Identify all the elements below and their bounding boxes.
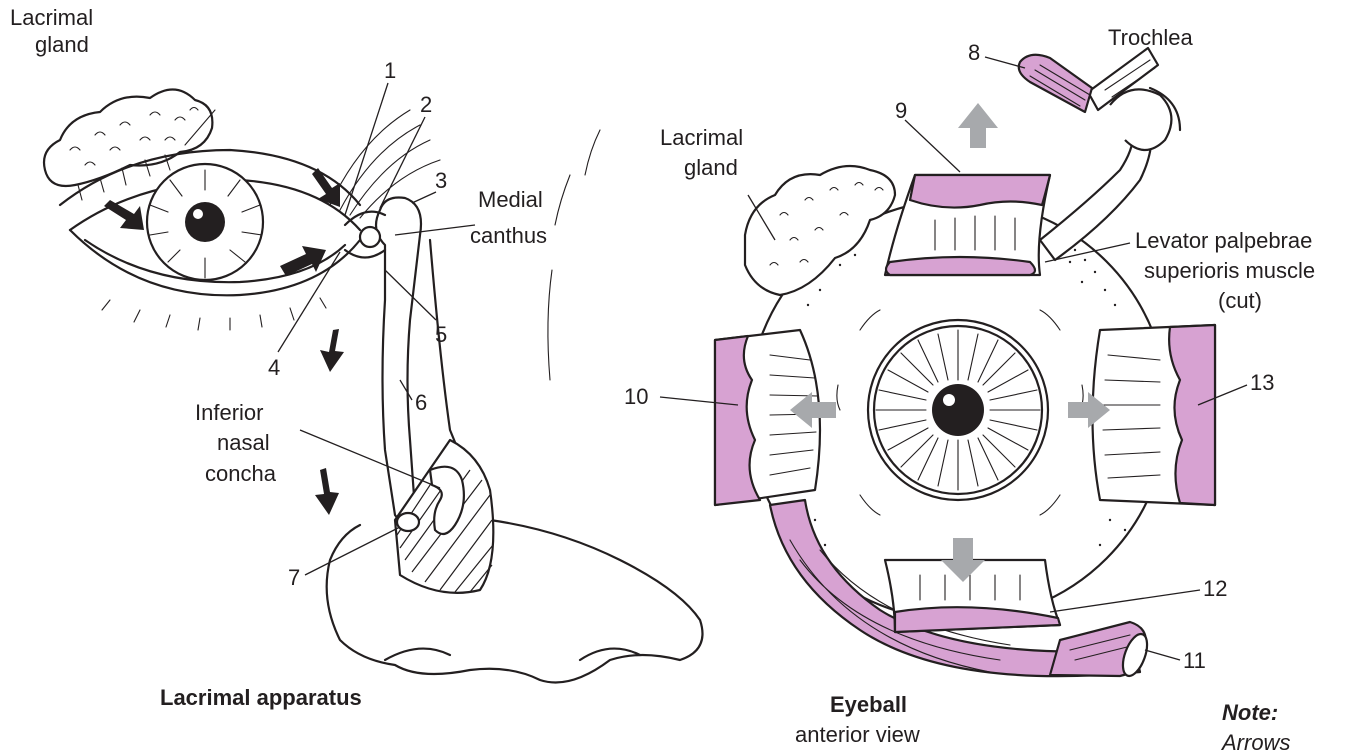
number-label-2: 2 <box>420 92 432 117</box>
flow-arrow-icon <box>312 168 340 207</box>
right-lacrimal-gland-label-line1: Lacrimal <box>660 125 743 150</box>
right-lacrimal-gland-label-line2: gland <box>684 155 738 180</box>
number-label-10: 10 <box>624 384 648 409</box>
medial-canthus-label-line2: canthus <box>470 223 547 248</box>
note-block: Note: Arrows <box>1220 700 1290 755</box>
gray-arrow-up-icon <box>958 103 998 148</box>
flow-arrow-icon <box>280 246 326 276</box>
eyeball-pupil <box>932 384 984 436</box>
inferior-nasal-concha-label-line1: Inferior <box>195 400 263 425</box>
inferior-nasal-concha-label-line2: nasal <box>217 430 270 455</box>
nose-bridge-line <box>548 270 552 380</box>
number-label-6: 6 <box>415 390 427 415</box>
flow-arrow-icon <box>104 200 144 230</box>
note-text: Arrows <box>1220 730 1290 755</box>
eyeball-subcaption: anterior view <box>795 722 920 747</box>
trochlea-loop <box>1110 89 1171 150</box>
superior-oblique-muscle-pink <box>1019 55 1092 112</box>
eyeball-caption: Eyeball <box>830 692 907 717</box>
number-label-3: 3 <box>435 168 447 193</box>
levator-label-line3: (cut) <box>1218 288 1262 313</box>
left-pupil <box>185 202 225 242</box>
nostril-right <box>580 649 640 660</box>
trochlea-label: Trochlea <box>1108 25 1194 50</box>
levator-label-line1: Levator palpebrae <box>1135 228 1312 253</box>
number-label-8: 8 <box>968 40 980 65</box>
note-title: Note: <box>1222 700 1278 725</box>
number-label-5: 5 <box>435 322 447 347</box>
number-label-4: 4 <box>268 355 280 380</box>
lacrimal-gland-label-line1: Lacrimal <box>10 5 93 30</box>
number-label-11: 11 <box>1183 648 1206 673</box>
levator-palpebrae-cut-end <box>886 257 1035 275</box>
nostril-left <box>385 649 450 660</box>
levator-label-line2: superioris muscle <box>1144 258 1315 283</box>
eyeball-illustration: 8 Trochlea 9 Lacrimal gland Levator palp… <box>624 25 1315 747</box>
flow-arrow-icon <box>320 329 344 372</box>
number-label-13: 13 <box>1250 370 1274 395</box>
lacrimal-apparatus-caption: Lacrimal apparatus <box>160 685 362 710</box>
inferior-nasal-concha-label-line3: concha <box>205 461 277 486</box>
lacrimal-apparatus-illustration: Lacrimal gland 1 2 3 Medial canthus 4 5 … <box>10 5 703 710</box>
superior-rectus-pink-end <box>910 175 1050 208</box>
lacrimal-caruncle <box>360 227 380 247</box>
eyeball-pupil-highlight <box>943 394 955 406</box>
flow-arrow-icon <box>315 468 339 515</box>
nose-outline <box>327 240 703 683</box>
nasolacrimal-opening <box>397 513 419 531</box>
lacrimal-gland-label-line2: gland <box>35 32 89 57</box>
medial-canthus-label-line1: Medial <box>478 187 543 212</box>
lacrimal-sac-and-duct <box>376 198 421 522</box>
eyebrow-lines <box>330 110 600 225</box>
number-label-12: 12 <box>1203 576 1227 601</box>
left-pupil-highlight <box>193 209 203 219</box>
medial-rectus-pink-end <box>1169 325 1215 505</box>
number-label-9: 9 <box>895 98 907 123</box>
number-label-7: 7 <box>288 565 300 590</box>
lower-lashes <box>102 298 326 330</box>
number-label-1: 1 <box>384 58 396 83</box>
